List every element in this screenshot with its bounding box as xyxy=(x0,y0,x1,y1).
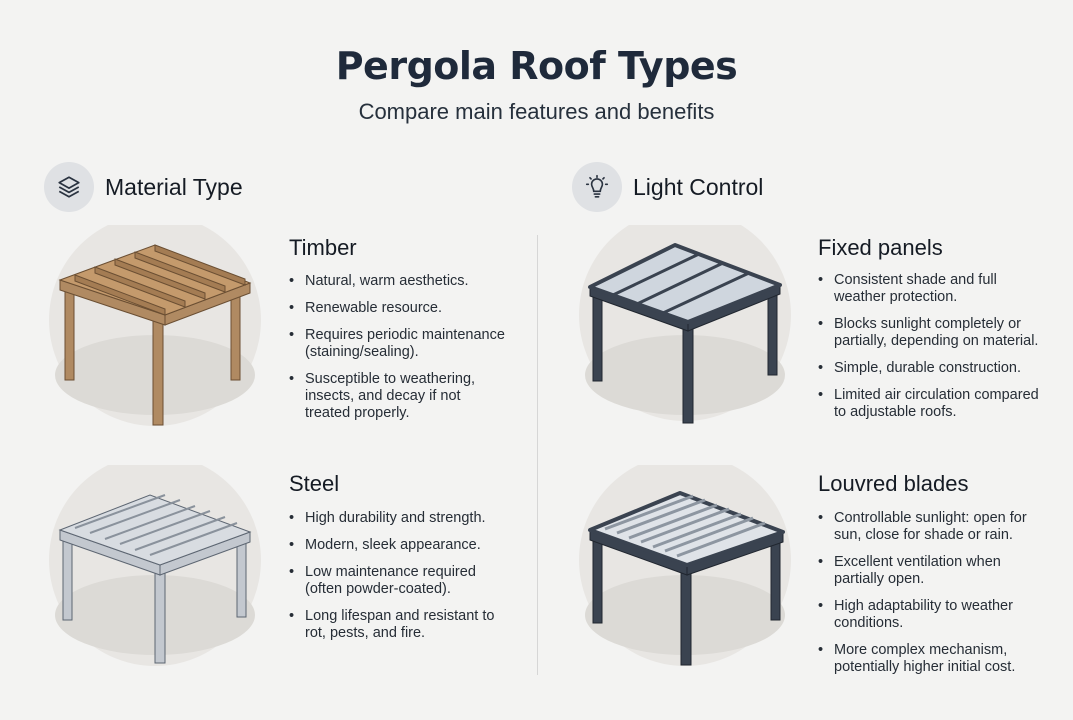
timber-bullet-list: Natural, warm aesthetics. Renewable reso… xyxy=(289,273,517,432)
list-item: Low maintenance required (often powder-c… xyxy=(289,564,494,598)
timber-pergola-illustration xyxy=(49,225,261,426)
list-item: High durability and strength. xyxy=(289,510,517,527)
list-item: Long lifespan and resistant to rot, pest… xyxy=(289,608,504,642)
steel-bullet-list: High durability and strength. Modern, sl… xyxy=(289,510,517,652)
steel-pergola-illustration xyxy=(49,465,261,666)
list-item: High adaptability to weather conditions. xyxy=(818,598,1043,632)
card-title-louvred-blades: Louvred blades xyxy=(818,471,969,496)
list-item: Requires periodic maintenance (staining/… xyxy=(289,327,517,361)
lightbulb-icon xyxy=(572,162,622,212)
list-item: Natural, warm aesthetics. xyxy=(289,273,517,290)
list-item: Simple, durable construction. xyxy=(818,360,1046,377)
louvred-blades-bullet-list: Controllable sunlight: open for sun, clo… xyxy=(818,510,1046,686)
card-title-fixed-panels: Fixed panels xyxy=(818,235,943,260)
list-item: Controllable sunlight: open for sun, clo… xyxy=(818,510,1043,544)
section-label-light-control: Light Control xyxy=(633,174,764,200)
card-title-timber: Timber xyxy=(289,235,357,260)
list-item: Modern, sleek appearance. xyxy=(289,537,517,554)
card-title-steel: Steel xyxy=(289,471,340,496)
page-subtitle: Compare main features and benefits xyxy=(358,99,715,124)
list-item: Renewable resource. xyxy=(289,300,517,317)
louvred-blades-pergola-illustration xyxy=(579,465,791,666)
layers-icon xyxy=(44,162,94,212)
column-divider xyxy=(537,235,538,675)
section-label-material-type: Material Type xyxy=(105,174,243,200)
list-item: Blocks sunlight completely or partially,… xyxy=(818,316,1058,350)
fixed-panels-bullet-list: Consistent shade and full weather protec… xyxy=(818,272,1046,431)
list-item: More complex mechanism, potentially high… xyxy=(818,642,1043,676)
list-item: Limited air circulation compared to adju… xyxy=(818,387,1043,421)
page-title: Pergola Roof Types xyxy=(335,44,738,88)
list-item: Consistent shade and full weather protec… xyxy=(818,272,1018,306)
list-item: Susceptible to weathering, insects, and … xyxy=(289,371,489,422)
list-item: Excellent ventilation when partially ope… xyxy=(818,554,1018,588)
fixed-panels-pergola-illustration xyxy=(579,225,791,424)
